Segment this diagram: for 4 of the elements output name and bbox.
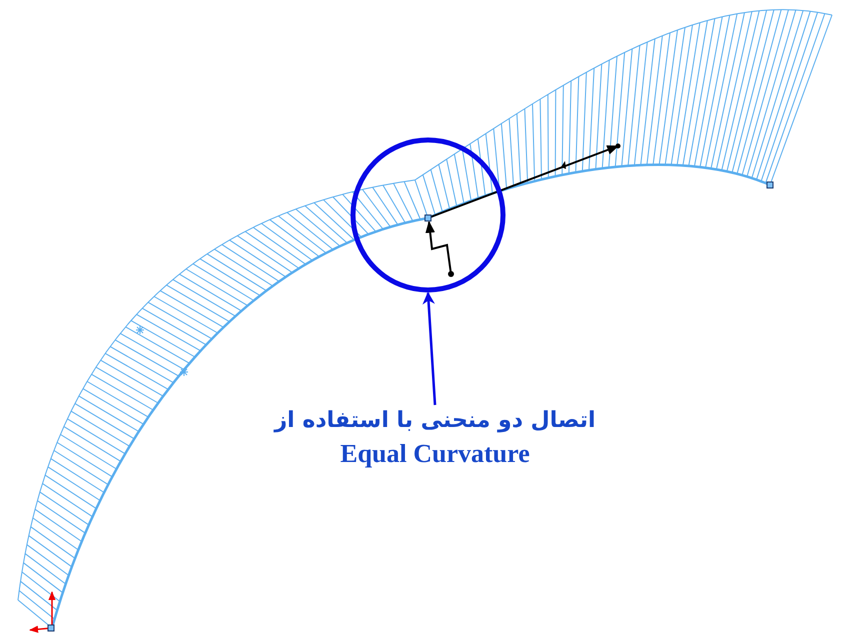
- annotation-text: اتصال دو منحنی با استفاده از: [274, 407, 596, 435]
- highlight-circle: [350, 137, 506, 293]
- annotation-text: Equal Curvature: [340, 438, 530, 470]
- arrow: [422, 292, 436, 406]
